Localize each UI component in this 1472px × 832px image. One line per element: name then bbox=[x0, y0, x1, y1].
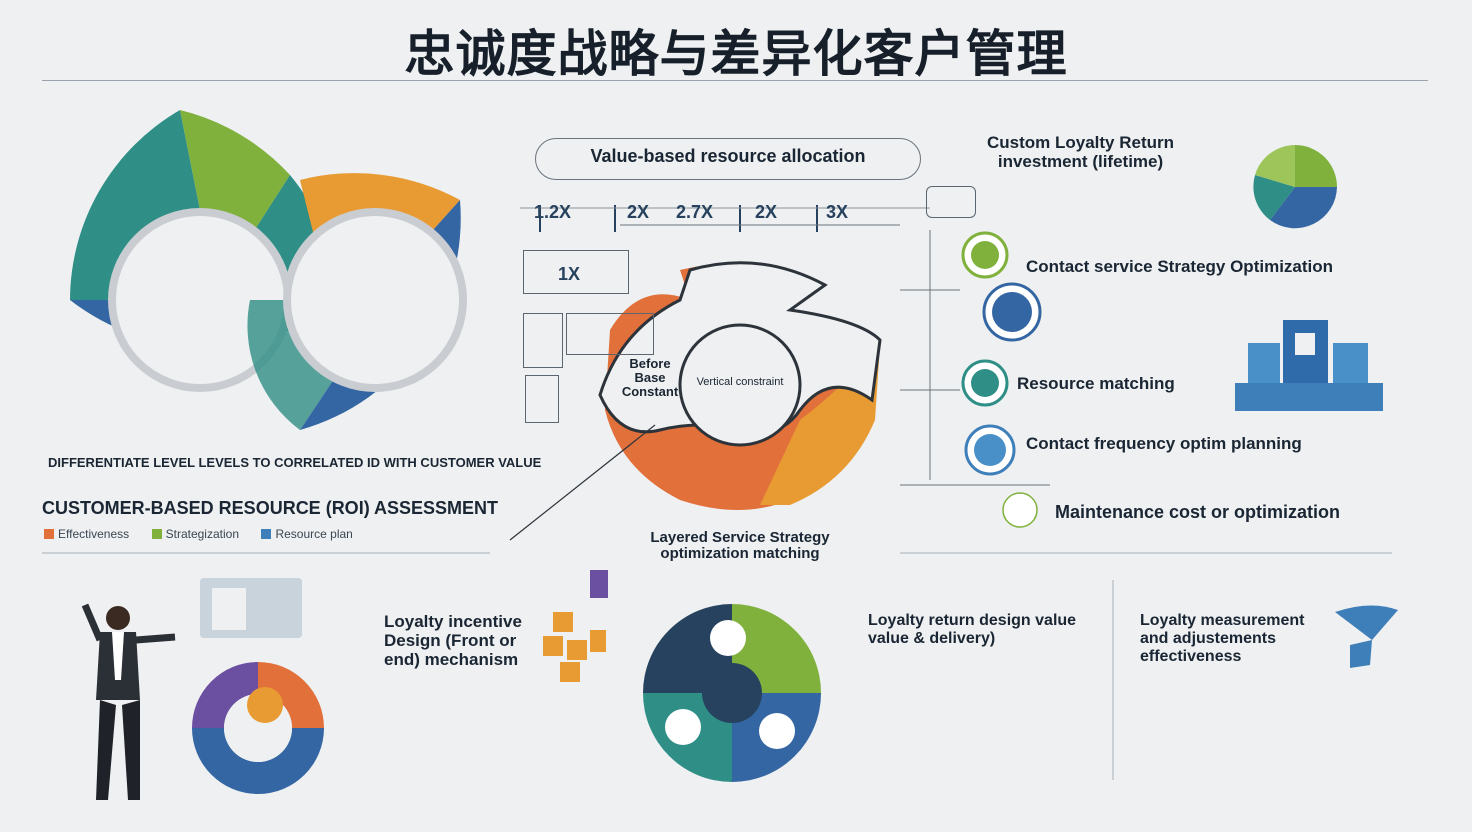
multiplier-3: 2.7X bbox=[676, 202, 714, 222]
center-layered-diagram bbox=[509, 261, 882, 541]
legend-swatch-strategization bbox=[151, 528, 162, 539]
presenter-figure bbox=[81, 603, 176, 800]
step-box-2 bbox=[523, 313, 563, 368]
step-box-3 bbox=[566, 313, 654, 355]
incentive-design-title: Loyalty incentive Design (Front or end) … bbox=[384, 612, 522, 669]
step-box-1 bbox=[523, 250, 629, 294]
legend-label-effectiveness: Effectiveness bbox=[58, 526, 130, 541]
inner-center-label: Vertical constraint bbox=[696, 376, 784, 388]
roi-pie-chart bbox=[1253, 145, 1337, 229]
measurement-title: Loyalty measurement and adjustements eff… bbox=[1140, 612, 1305, 665]
multiplier-2: 2X bbox=[627, 202, 650, 222]
page-title: 忠诚度战略与差异化客户管理 bbox=[404, 25, 1068, 83]
roi-tag-box bbox=[926, 186, 976, 218]
resource-matching-label: Resource matching bbox=[1017, 374, 1175, 393]
multiplier-5: 3X bbox=[826, 202, 849, 222]
layered-strategy-caption: Layered Service Strategy optimization ma… bbox=[650, 529, 830, 562]
contact-frequency-label: Contact frequency optim planning bbox=[1026, 434, 1302, 453]
title-divider bbox=[42, 80, 1428, 81]
maintenance-cost-label: Maintenance cost or optimization bbox=[1055, 502, 1341, 522]
inner-left-label: Before Base Constant bbox=[621, 356, 679, 399]
blue-blocks-graphic bbox=[1235, 320, 1383, 411]
value-allocation-label: Value-based resource allocation bbox=[590, 146, 866, 166]
ring-caption: DIFFERENTIATE LEVEL LEVELS TO CORRELATED… bbox=[48, 455, 542, 470]
multiplier-1: 1.2X bbox=[534, 202, 572, 222]
step-blocks-graphic bbox=[543, 570, 608, 682]
return-design-title: Loyalty return design value value & deli… bbox=[868, 612, 1077, 647]
legend-swatch-effectiveness bbox=[44, 528, 54, 539]
legend-label-resource-plan: Resource plan bbox=[275, 526, 353, 541]
right-connectors bbox=[620, 224, 1050, 486]
legend-swatch-resource-plan bbox=[261, 528, 272, 539]
loyalty-return-wheel bbox=[643, 604, 821, 782]
step-box-multiplier: 1X bbox=[558, 264, 581, 284]
contact-service-strategy-label: Contact service Strategy Optimization bbox=[1026, 257, 1334, 276]
left-ring-teal-segment bbox=[70, 110, 200, 300]
left-ring-chart bbox=[70, 110, 340, 392]
roi-assessment-heading: CUSTOMER-BASED RESOURCE (ROI) ASSESSMENT bbox=[42, 498, 499, 518]
right-ring-chart bbox=[247, 173, 467, 430]
roi-legend: Effectiveness Strategization Resource pl… bbox=[44, 525, 371, 543]
roi-title: Custom Loyalty Return investment (lifeti… bbox=[986, 133, 1175, 171]
step-box-4 bbox=[525, 375, 559, 423]
fan-graphic bbox=[1335, 605, 1398, 640]
maintenance-icon bbox=[1002, 492, 1038, 528]
multiplier-markers bbox=[520, 205, 930, 232]
loyalty-incentive-donut bbox=[192, 662, 324, 794]
value-allocation-pill bbox=[535, 138, 921, 180]
multiplier-4: 2X bbox=[755, 202, 778, 222]
legend-label-strategization: Strategization bbox=[165, 526, 239, 541]
